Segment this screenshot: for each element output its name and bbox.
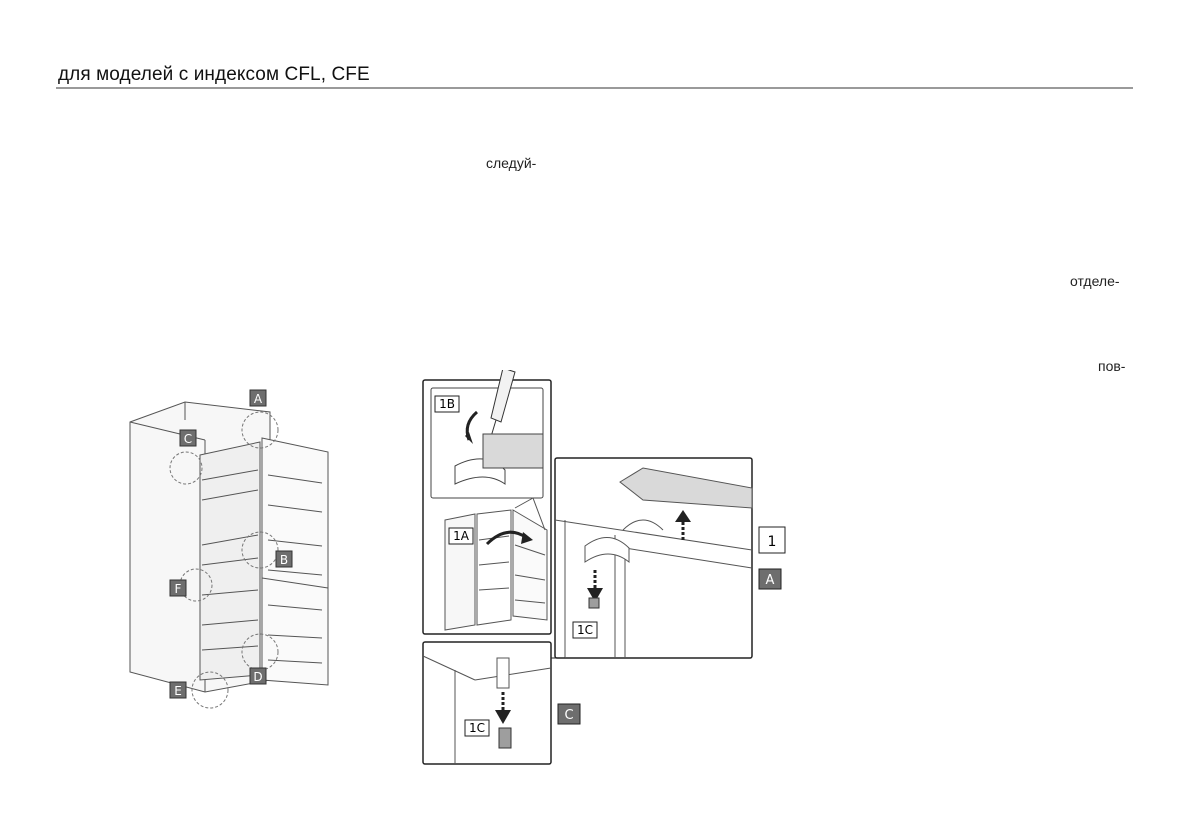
step-label: 1C [469, 721, 485, 735]
callout-label: C [184, 432, 192, 446]
step-label: 1A [453, 529, 470, 543]
callout-label: B [280, 553, 288, 567]
callout-label: D [253, 670, 262, 684]
callout-label: A [254, 392, 263, 406]
step-badges: 1 A [758, 526, 786, 590]
step-label: 1B [439, 397, 455, 411]
hinge-cover-removal-illustration: 1B 1A 1C [422, 370, 753, 765]
text-fragment: следуй- [486, 155, 537, 171]
fridge-overview-illustration: A B C D E F [129, 389, 329, 709]
step-label: 1C [577, 623, 593, 637]
title-divider [56, 87, 1133, 89]
step-number: 1 [768, 534, 777, 550]
page-title: для моделей с индексом CFL, CFE [58, 64, 370, 85]
callout-label: E [174, 684, 182, 698]
detail-label: A [766, 573, 775, 588]
text-fragment: пов- [1098, 358, 1126, 374]
text-fragment: отделе- [1070, 273, 1120, 289]
detail-label: C [564, 708, 573, 723]
callout-label: F [175, 582, 182, 596]
detail-c-badge: C [557, 703, 581, 725]
